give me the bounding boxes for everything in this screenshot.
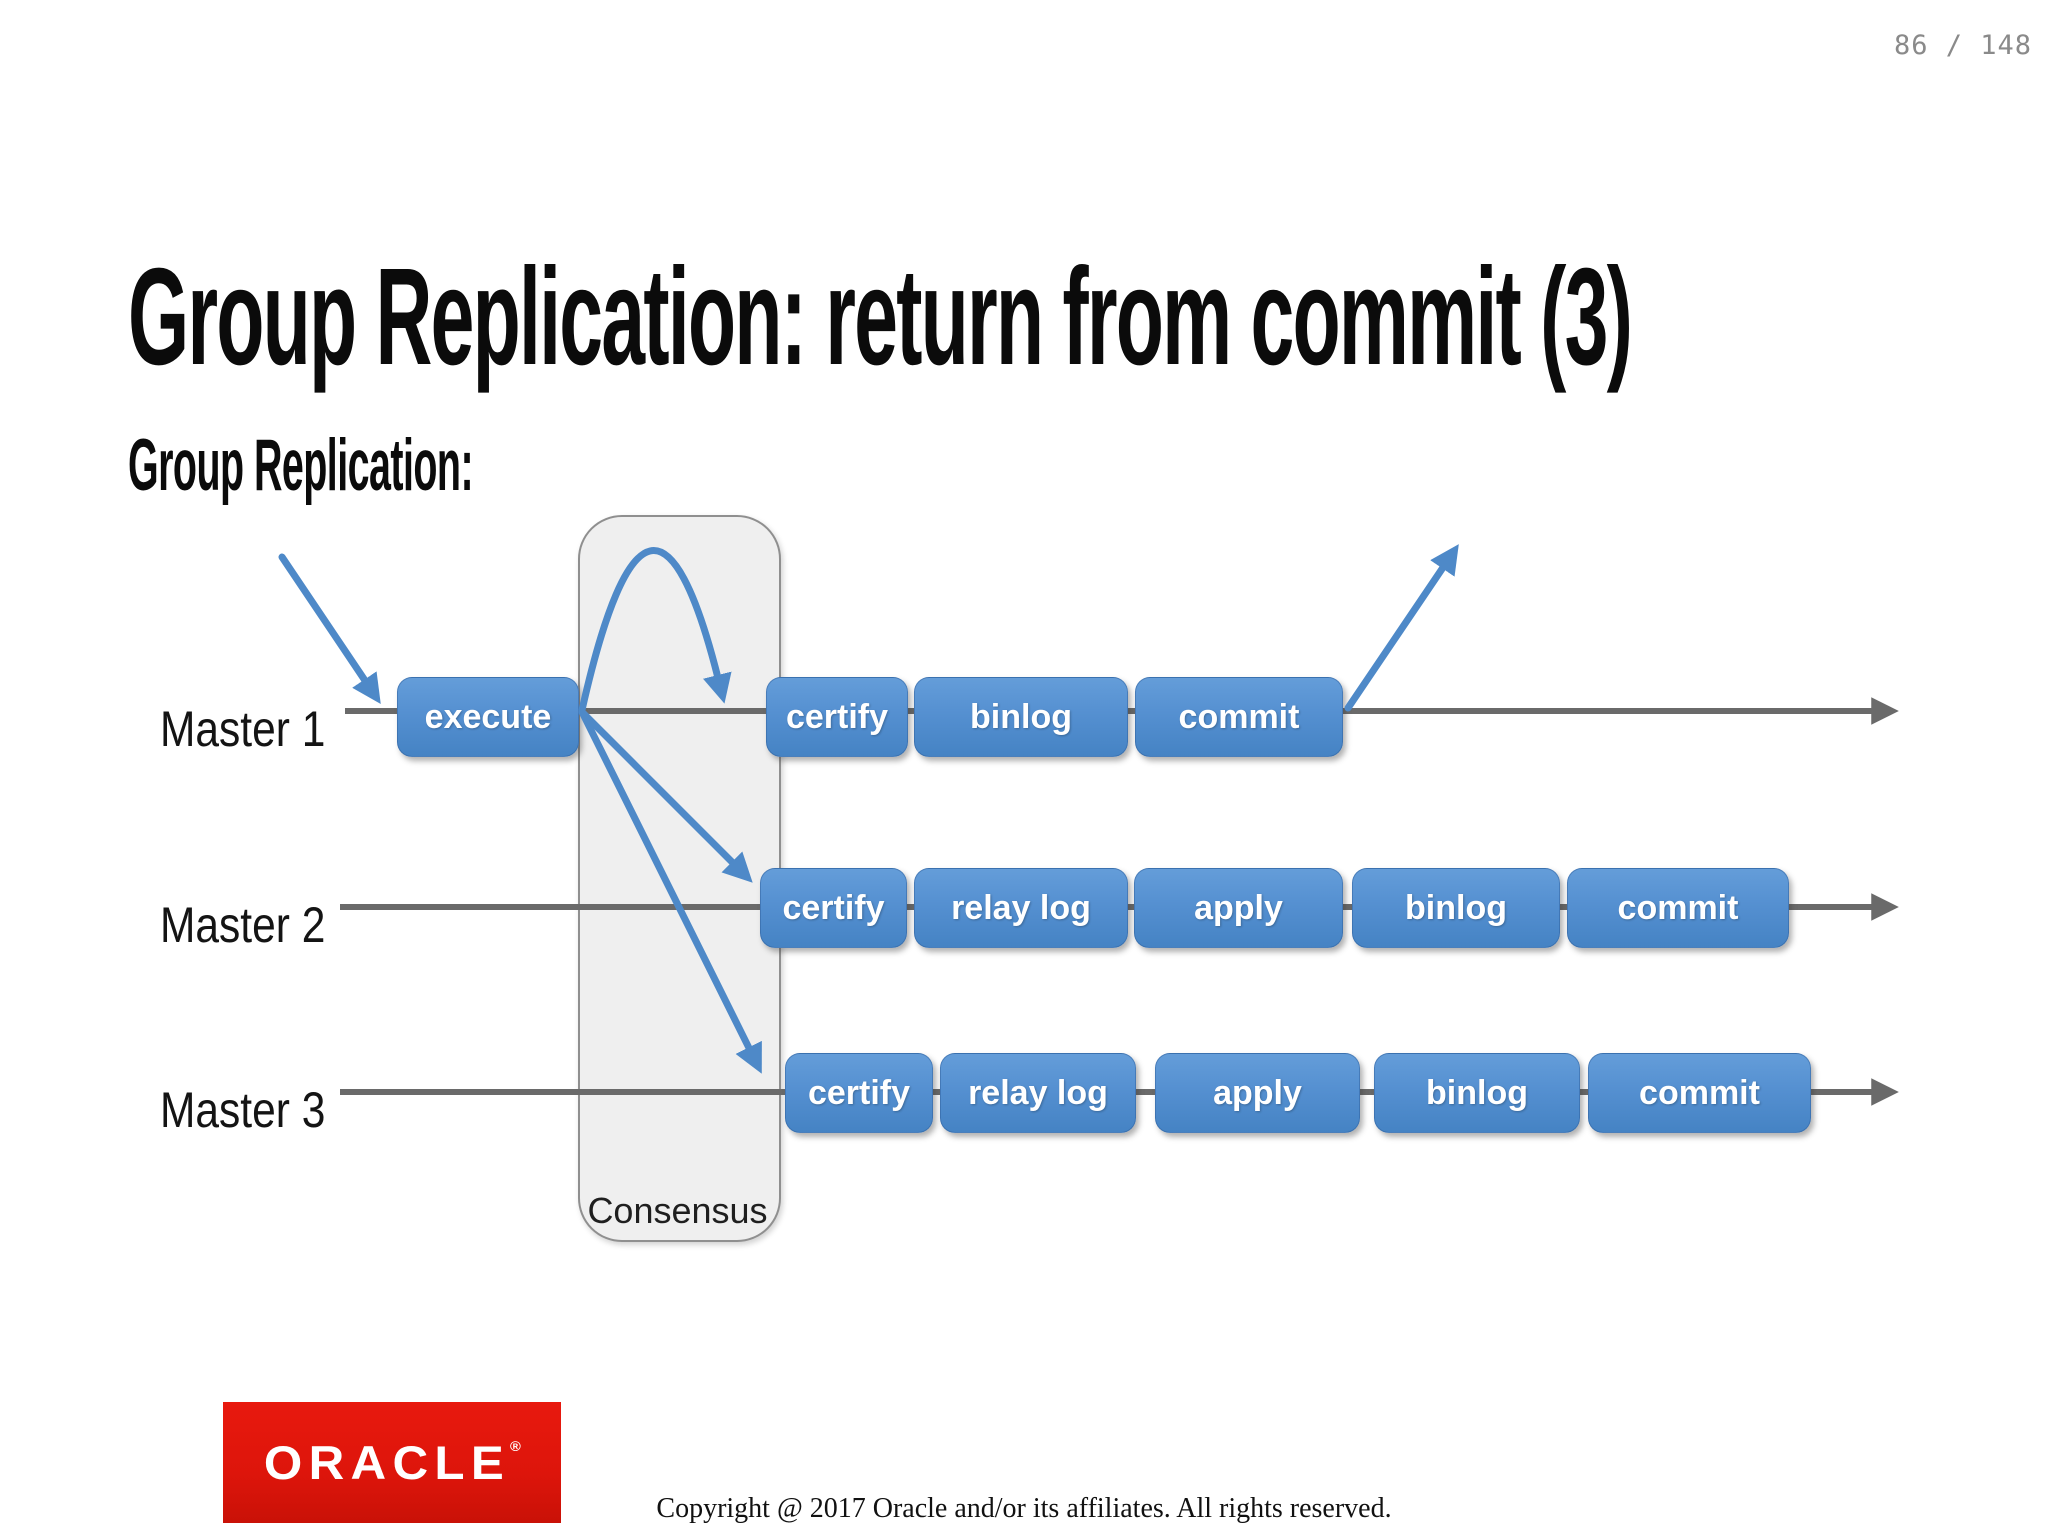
stage-label: apply bbox=[1194, 888, 1283, 927]
stage-label: relay log bbox=[951, 888, 1091, 927]
stage-label: binlog bbox=[970, 697, 1072, 736]
stage-label: execute bbox=[424, 697, 552, 736]
stage-box-m3-relaylog: relay log bbox=[940, 1053, 1136, 1133]
stage-box-m2-certify: certify bbox=[760, 868, 907, 948]
stage-box-m3-commit: commit bbox=[1588, 1053, 1811, 1133]
slide-subtitle-text: Group Replication: bbox=[128, 424, 474, 506]
registered-mark: ® bbox=[509, 1438, 521, 1454]
stage-box-m1-execute: execute bbox=[397, 677, 579, 757]
stage-label: relay log bbox=[968, 1073, 1108, 1112]
master2-label: Master 2 bbox=[160, 896, 390, 954]
slide-title: Group Replication: return from commit (3… bbox=[128, 248, 2048, 386]
master1-label-text: Master 1 bbox=[160, 701, 326, 757]
master3-label-text: Master 3 bbox=[160, 1082, 326, 1138]
stage-box-m3-apply: apply bbox=[1155, 1053, 1360, 1133]
page-number: 86 / 148 bbox=[1893, 30, 2032, 61]
stage-box-m1-binlog: binlog bbox=[914, 677, 1128, 757]
stage-label: commit bbox=[1617, 888, 1739, 927]
slide-title-text: Group Replication: return from commit (3… bbox=[128, 240, 1633, 395]
consensus-label: Consensus bbox=[587, 1190, 768, 1231]
master1-label: Master 1 bbox=[160, 700, 390, 758]
stage-box-m2-relaylog: relay log bbox=[914, 868, 1128, 948]
stage-label: commit bbox=[1178, 697, 1300, 736]
stage-label: certify bbox=[782, 888, 885, 927]
master3-label: Master 3 bbox=[160, 1081, 390, 1139]
stage-box-m3-certify: certify bbox=[785, 1053, 933, 1133]
copyright-text: Copyright @ 2017 Oracle and/or its affil… bbox=[656, 1493, 1392, 1524]
master2-label-text: Master 2 bbox=[160, 897, 326, 953]
stage-box-m2-apply: apply bbox=[1134, 868, 1343, 948]
incoming-transaction-arrow bbox=[278, 553, 381, 704]
oracle-logo: ORACLE® bbox=[223, 1402, 561, 1523]
stage-box-m2-binlog: binlog bbox=[1352, 868, 1560, 948]
oracle-wordmark: ORACLE bbox=[263, 1436, 510, 1489]
stage-label: certify bbox=[807, 1073, 911, 1112]
stage-label: certify bbox=[785, 697, 889, 736]
oracle-logo-text: ORACLE® bbox=[263, 1435, 520, 1490]
stage-label: apply bbox=[1213, 1073, 1302, 1112]
return-from-commit-arrow bbox=[1344, 544, 1459, 712]
stage-box-m1-certify: certify bbox=[766, 677, 908, 757]
consensus-box bbox=[578, 515, 781, 1242]
stage-box-m2-commit: commit bbox=[1567, 868, 1789, 948]
stage-label: binlog bbox=[1426, 1073, 1528, 1112]
stage-label: binlog bbox=[1405, 888, 1507, 927]
slide-subtitle: Group Replication: bbox=[128, 429, 767, 502]
stage-label: commit bbox=[1639, 1073, 1760, 1112]
stage-box-m1-commit: commit bbox=[1135, 677, 1343, 757]
stage-box-m3-binlog: binlog bbox=[1374, 1053, 1580, 1133]
